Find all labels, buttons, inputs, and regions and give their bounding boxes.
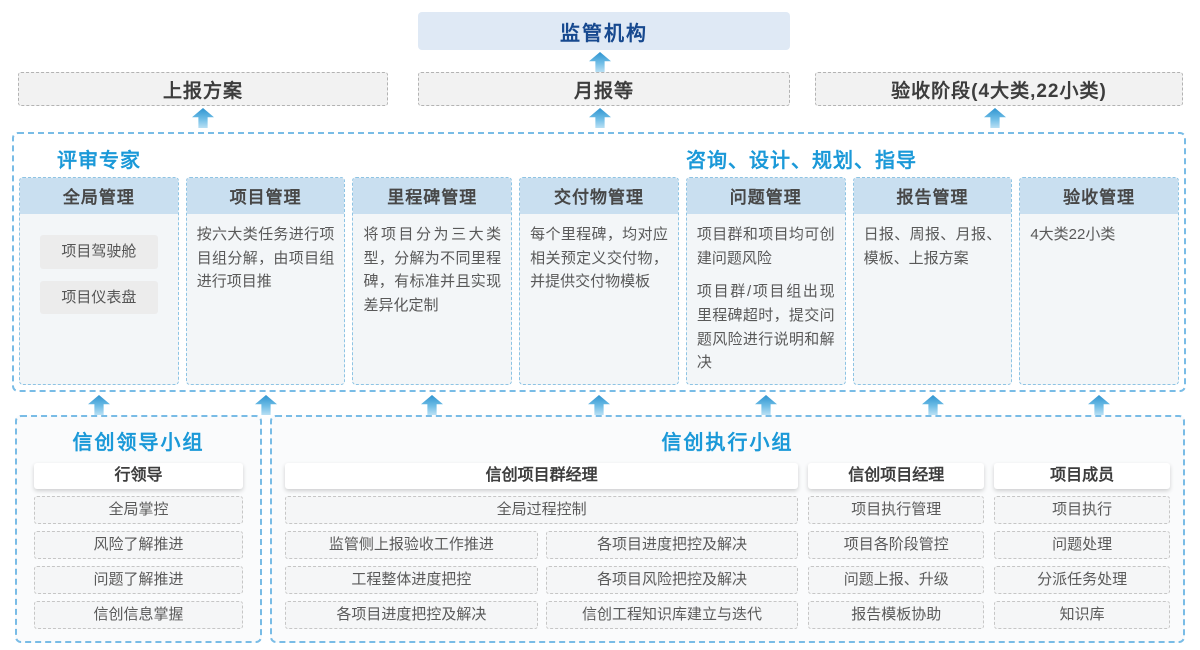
column-title: 报告管理 bbox=[853, 178, 1012, 214]
up-arrow-icon bbox=[255, 395, 277, 415]
up-arrow-icon bbox=[588, 395, 610, 415]
role-program-manager: 信创项目群经理 bbox=[285, 463, 799, 489]
column-paragraph: 每个里程碑，均对应相关预定义交付物，并提供交付物模板 bbox=[530, 226, 668, 291]
column-paragraph: 将项目分为三大类型，分解为不同里程碑，有标准并且实现差异化定制 bbox=[363, 226, 502, 315]
column-body: 按六大类任务进行项目组分解，由项目组进行项目推 bbox=[187, 214, 345, 304]
platform-right-title: 咨询、设计、规划、指导 bbox=[686, 150, 917, 172]
column-paragraph: 日报、周报、月报、模板、上报方案 bbox=[863, 226, 1002, 267]
program-manager-column: 信创项目群经理 全局过程控制 监管侧上报验收工作推进 各项目进度把控及解决 工程… bbox=[285, 463, 799, 629]
pill-project-dashboard: 项目仪表盘 bbox=[39, 280, 158, 315]
up-arrow-icon bbox=[589, 108, 611, 128]
task-item: 监管侧上报验收工作推进 bbox=[285, 531, 538, 559]
column-body: 每个里程碑，均对应相关预定义交付物，并提供交付物模板 bbox=[520, 214, 678, 304]
regulator-box: 监管机构 bbox=[418, 12, 790, 50]
task-item: 分派任务处理 bbox=[994, 566, 1170, 594]
up-arrow-icon bbox=[421, 395, 443, 415]
up-arrow-icon bbox=[1088, 395, 1110, 415]
task-item: 知识库 bbox=[994, 601, 1170, 629]
role-project-member: 项目成员 bbox=[994, 463, 1170, 489]
column-paragraph: 项目群和项目均可创建问题风险 bbox=[696, 226, 835, 267]
column-body: 日报、周报、月报、模板、上报方案 bbox=[854, 214, 1012, 280]
column-title: 全局管理 bbox=[20, 178, 178, 214]
execution-group-body: 信创项目群经理 全局过程控制 监管侧上报验收工作推进 各项目进度把控及解决 工程… bbox=[272, 455, 1183, 629]
platform-left-title: 评审专家 bbox=[57, 150, 141, 172]
column-title: 问题管理 bbox=[686, 178, 845, 214]
task-item: 信创工程知识库建立与迭代 bbox=[545, 601, 799, 629]
column-paragraph: 项目群/项目组出现里程碑超时，提交问题风险进行说明和解决 bbox=[696, 283, 835, 372]
column-paragraph: 按六大类任务进行项目组分解，由项目组进行项目推 bbox=[196, 226, 335, 291]
column-body: 项目群和项目均可创建问题风险 项目群/项目组出现里程碑超时，提交问题风险进行说明… bbox=[687, 214, 845, 384]
leadership-group: 信创领导小组 行领导 全局掌控 风险了解推进 问题了解推进 信创信息掌握 bbox=[15, 415, 262, 643]
column-deliverable-management: 交付物管理 每个里程碑，均对应相关预定义交付物，并提供交付物模板 bbox=[519, 177, 679, 385]
task-item: 风险了解推进 bbox=[34, 531, 243, 559]
up-arrow-icon bbox=[192, 108, 214, 128]
execution-group-title: 信创执行小组 bbox=[661, 432, 794, 454]
program-manager-task-grid: 监管侧上报验收工作推进 各项目进度把控及解决 工程整体进度把控 各项目风险把控及… bbox=[285, 531, 799, 629]
platform-container: 评审专家 咨询、设计、规划、指导 全局管理 项目驾驶舱 项目仪表盘 项目管理 按… bbox=[12, 132, 1186, 392]
column-global-management: 全局管理 项目驾驶舱 项目仪表盘 bbox=[19, 177, 179, 385]
task-item: 问题了解推进 bbox=[34, 566, 243, 594]
leadership-group-title: 信创领导小组 bbox=[72, 432, 205, 454]
output-acceptance-stage-label: 验收阶段(4大类,22小类) bbox=[891, 80, 1107, 102]
column-title: 验收管理 bbox=[1020, 178, 1179, 214]
up-arrow-icon bbox=[922, 395, 944, 415]
leadership-group-body: 行领导 全局掌控 风险了解推进 问题了解推进 信创信息掌握 bbox=[17, 455, 260, 629]
column-body: 项目驾驶舱 项目仪表盘 bbox=[20, 214, 178, 315]
up-arrow-icon bbox=[755, 395, 777, 415]
role-bank-leader: 行领导 bbox=[34, 463, 243, 489]
column-project-management: 项目管理 按六大类任务进行项目组分解，由项目组进行项目推 bbox=[185, 177, 346, 385]
up-arrow-icon bbox=[589, 52, 611, 72]
column-paragraph: 4大类22小类 bbox=[1030, 226, 1116, 243]
output-report-plan-label: 上报方案 bbox=[162, 80, 243, 102]
up-arrow-icon bbox=[88, 395, 110, 415]
column-title: 交付物管理 bbox=[520, 178, 678, 214]
column-body: 将项目分为三大类型，分解为不同里程碑，有标准并且实现差异化定制 bbox=[353, 214, 511, 328]
task-item: 各项目风险把控及解决 bbox=[545, 566, 799, 594]
column-acceptance-management: 验收管理 4大类22小类 bbox=[1019, 177, 1180, 385]
pill-project-cockpit: 项目驾驶舱 bbox=[39, 235, 158, 269]
task-item: 问题上报、升级 bbox=[808, 566, 985, 594]
task-item: 信创信息掌握 bbox=[34, 601, 243, 629]
task-item: 项目各阶段管控 bbox=[808, 531, 985, 559]
task-item: 工程整体进度把控 bbox=[285, 566, 538, 594]
column-report-management: 报告管理 日报、周报、月报、模板、上报方案 bbox=[852, 177, 1013, 385]
platform-columns: 全局管理 项目驾驶舱 项目仪表盘 项目管理 按六大类任务进行项目组分解，由项目组… bbox=[19, 177, 1180, 385]
column-title: 项目管理 bbox=[186, 178, 345, 214]
output-report-plan: 上报方案 bbox=[18, 72, 388, 106]
regulator-label: 监管机构 bbox=[560, 22, 648, 45]
output-acceptance-stage: 验收阶段(4大类,22小类) bbox=[815, 72, 1183, 106]
up-arrow-icon bbox=[984, 108, 1006, 128]
task-item: 全局过程控制 bbox=[285, 496, 799, 524]
column-title: 里程碑管理 bbox=[353, 178, 512, 214]
column-body: 4大类22小类 bbox=[1020, 214, 1178, 257]
task-item: 项目执行 bbox=[994, 496, 1170, 524]
execution-group: 信创执行小组 信创项目群经理 全局过程控制 监管侧上报验收工作推进 各项目进度把… bbox=[270, 415, 1185, 643]
role-project-manager: 信创项目经理 bbox=[808, 463, 985, 489]
output-monthly-report: 月报等 bbox=[418, 72, 790, 106]
task-item: 报告模板协助 bbox=[808, 601, 985, 629]
column-issue-management: 问题管理 项目群和项目均可创建问题风险 项目群/项目组出现里程碑超时，提交问题风… bbox=[685, 177, 846, 385]
output-monthly-report-label: 月报等 bbox=[573, 80, 634, 102]
task-item: 各项目进度把控及解决 bbox=[285, 601, 538, 629]
column-milestone-management: 里程碑管理 将项目分为三大类型，分解为不同里程碑，有标准并且实现差异化定制 bbox=[352, 177, 513, 385]
task-item: 各项目进度把控及解决 bbox=[545, 531, 799, 559]
project-member-column: 项目成员 项目执行 问题处理 分派任务处理 知识库 bbox=[994, 463, 1170, 629]
task-item: 项目执行管理 bbox=[808, 496, 985, 524]
project-manager-column: 信创项目经理 项目执行管理 项目各阶段管控 问题上报、升级 报告模板协助 bbox=[808, 463, 985, 629]
task-item: 全局掌控 bbox=[34, 496, 243, 524]
task-item: 问题处理 bbox=[994, 531, 1170, 559]
